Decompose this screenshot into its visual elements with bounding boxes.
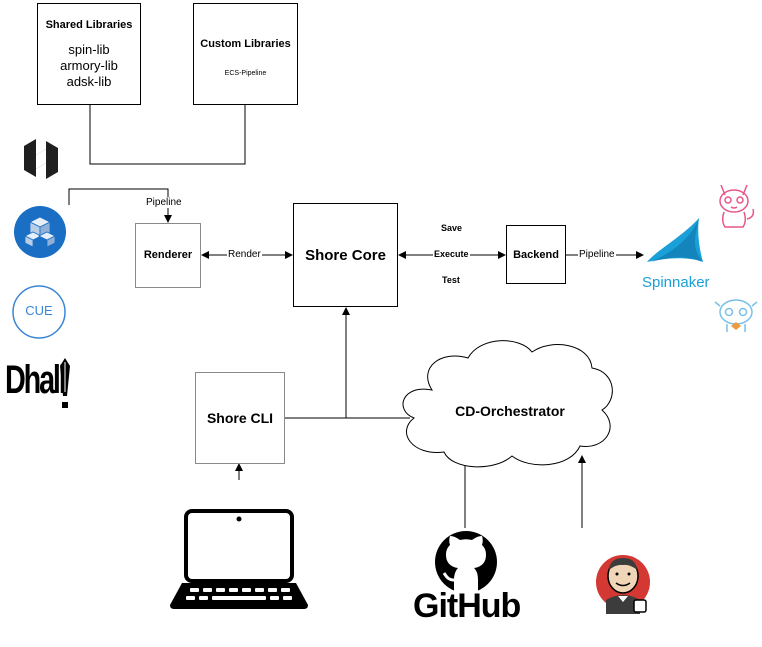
test-label: Test bbox=[442, 275, 460, 285]
pipeline-out-label: Pipeline bbox=[578, 249, 616, 260]
cd-orchestrator-label: CD-Orchestrator bbox=[455, 403, 565, 419]
github-logo-text: GitHub bbox=[413, 587, 521, 625]
renderer-box: Renderer bbox=[135, 223, 201, 288]
shared-libraries-box: Shared Libraries spin-lib armory-lib ads… bbox=[37, 3, 141, 105]
jenkins-logo-icon bbox=[596, 555, 650, 614]
shore-cli-box: Shore CLI bbox=[195, 372, 285, 464]
spinnaker-logo-text: Spinnaker bbox=[642, 274, 710, 291]
shared-library-item: armory-lib bbox=[60, 58, 118, 73]
libraries-merge-line bbox=[89, 105, 246, 165]
execute-label: Execute bbox=[433, 249, 470, 259]
backend-label: Backend bbox=[513, 249, 559, 261]
custom-libraries-box: Custom Libraries ECS-Pipeline bbox=[193, 3, 298, 105]
backend-box: Backend bbox=[506, 225, 566, 284]
github-octocat-icon bbox=[435, 531, 497, 594]
shore-core-box: Shore Core bbox=[293, 203, 398, 307]
custom-libraries-subtitle: ECS-Pipeline bbox=[224, 70, 267, 77]
pipeline-in-label: Pipeline bbox=[146, 197, 182, 208]
kayenta-logo-icon bbox=[719, 184, 755, 228]
shore-cli-label: Shore CLI bbox=[206, 410, 274, 426]
cue-logo-text: CUE bbox=[25, 303, 53, 318]
shore-core-label: Shore Core bbox=[305, 247, 386, 264]
custom-libraries-title: Custom Libraries bbox=[200, 38, 291, 50]
save-label: Save bbox=[441, 223, 463, 233]
dhall-logo-text: Dhall bbox=[5, 358, 67, 402]
cube-logo-icon bbox=[14, 206, 66, 258]
shared-library-item: spin-lib bbox=[68, 42, 110, 57]
shared-libraries-title: Shared Libraries bbox=[45, 19, 133, 31]
cd-orchestrator-cloud bbox=[402, 340, 613, 468]
cue-logo-icon bbox=[12, 285, 66, 339]
laptop-icon bbox=[170, 509, 308, 609]
monitor-bot-logo-icon bbox=[714, 299, 758, 332]
hashicorp-logo-icon bbox=[24, 139, 58, 179]
shared-library-item: adsk-lib bbox=[66, 74, 112, 89]
dhall-quill-icon bbox=[60, 358, 70, 408]
renderer-label: Renderer bbox=[143, 249, 193, 261]
cli-orchestrator-to-core-line bbox=[285, 307, 350, 419]
render-label: Render bbox=[227, 249, 262, 260]
spinnaker-logo-icon bbox=[647, 218, 703, 262]
